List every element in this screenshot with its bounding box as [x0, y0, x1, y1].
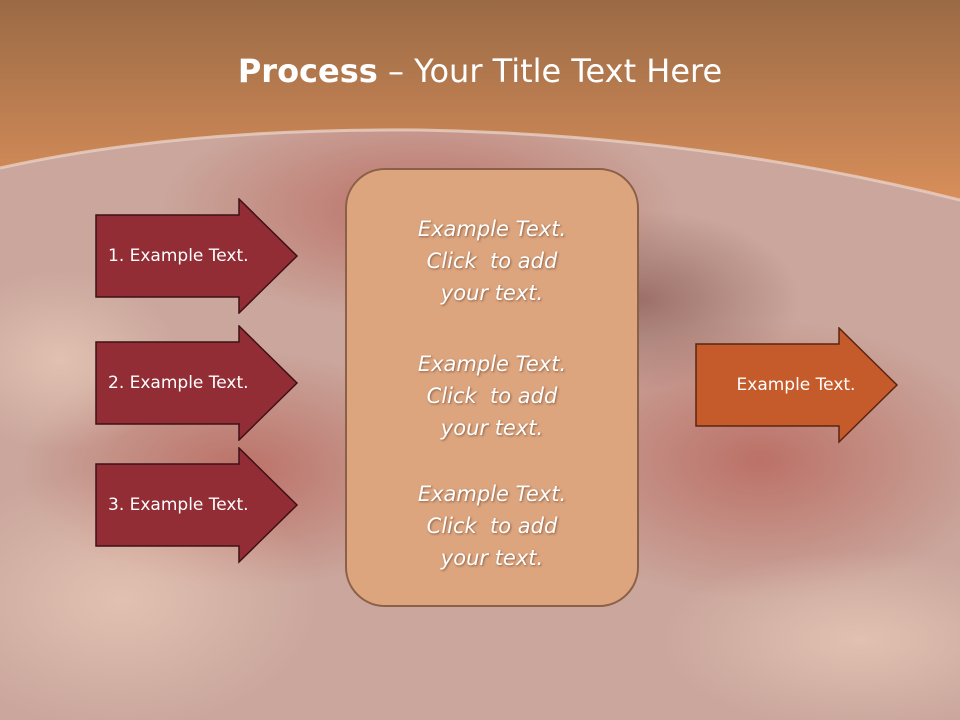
input-arrow-1-label: 1. Example Text. [108, 246, 249, 266]
process-text-block-3: Example Text. Click to add your text. [345, 478, 639, 574]
input-arrow-3-label: 3. Example Text. [108, 495, 249, 515]
process-box [345, 168, 639, 607]
block-3-line-3: your text. [440, 546, 544, 570]
output-arrow-label: Example Text. [736, 375, 856, 395]
block-3-line-2: Click to add [426, 514, 558, 538]
process-text-block-1: Example Text. Click to add your text. [345, 213, 639, 309]
output-arrow: Example Text. [695, 327, 899, 444]
input-arrow-1: 1. Example Text. [95, 198, 299, 314]
input-arrow-3: 3. Example Text. [95, 447, 299, 564]
block-3-line-1: Example Text. [417, 482, 567, 506]
slide-title: Process – Your Title Text Here [0, 52, 960, 90]
block-2-line-3: your text. [440, 416, 544, 440]
input-arrow-2-label: 2. Example Text. [108, 373, 249, 393]
block-2-line-2: Click to add [426, 384, 558, 408]
block-1-line-1: Example Text. [417, 217, 567, 241]
process-text-block-2: Example Text. Click to add your text. [345, 348, 639, 444]
title-rest: – Your Title Text Here [377, 52, 723, 90]
title-bold: Process [237, 52, 378, 90]
input-arrow-2: 2. Example Text. [95, 325, 299, 441]
block-1-line-2: Click to add [426, 249, 558, 273]
block-2-line-1: Example Text. [417, 352, 567, 376]
block-1-line-3: your text. [440, 281, 544, 305]
